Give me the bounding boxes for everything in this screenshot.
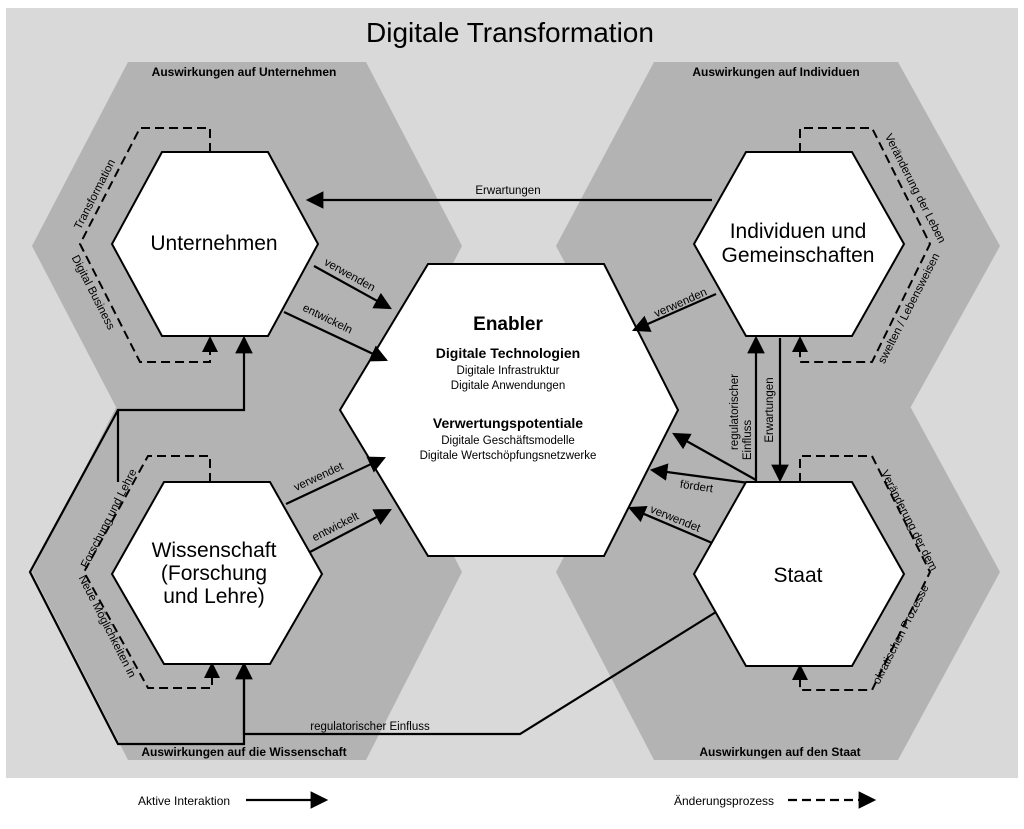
change-loops [78, 127, 932, 691]
arrow-w-entwickelt [309, 508, 392, 553]
quadrant-label-unternehmen: Auswirkungen auf Unternehmen [152, 65, 337, 79]
edge-label-regulatorischer: regulatorischer [729, 374, 741, 450]
legend-change-label: Änderungsprozess [674, 794, 774, 808]
change-loop-unternehmen [78, 127, 218, 363]
node-staat [692, 481, 906, 667]
enabler-group2-item: Digitale Wertschöpfungsnetzwerke [420, 450, 597, 462]
edge-label-foerdert: fördert [679, 479, 714, 496]
node-label-wissenschaft: (Forschung [161, 562, 267, 585]
edge-label-einfluss: Einfluss [742, 420, 754, 461]
change-loop-individuen [792, 127, 932, 363]
change-loop-staat [792, 455, 932, 691]
edge-label-erwartungen-vertical: Erwartungen [764, 377, 776, 442]
enabler-title: Enabler [473, 314, 543, 335]
quadrant-label-wissenschaft: Auswirkungen auf die Wissenschaft [141, 745, 346, 759]
enabler-hexagon [338, 263, 680, 557]
enabler-group1-item: Digitale Anwendungen [451, 380, 565, 392]
arrow-s-verwendet [627, 505, 725, 550]
edge-label-erwartungen: Erwartungen [475, 185, 540, 197]
arrow-i-verwenden [631, 292, 717, 332]
edge-label-reg-bottom: regulatorischer Einfluss [310, 721, 430, 733]
legend-active-label: Aktive Interaktion [138, 794, 230, 808]
node-label-individuen: Gemeinschaften [722, 244, 875, 267]
arrow-u-entwickeln [283, 311, 388, 362]
quadrant-label-staat: Auswirkungen auf den Staat [699, 745, 860, 759]
enabler-group1-item: Digitale Infrastruktur [457, 365, 560, 377]
arrow-reg-bottom [235, 611, 717, 736]
arrow-w-to-unternehmen [116, 335, 253, 482]
interaction-arrows [28, 191, 789, 746]
arrow-w-verwendet [285, 456, 386, 505]
node-individuen [692, 151, 906, 337]
page-title: Digitale Transformation [366, 17, 654, 48]
node-label-wissenschaft: und Lehre) [163, 585, 265, 608]
arrow-s-foerdert [649, 463, 757, 486]
node-wissenschaft [110, 481, 324, 665]
enabler-group1-title: Digitale Technologien [436, 345, 580, 361]
node-label-wissenschaft: Wissenschaft [152, 539, 277, 562]
enabler-group2-item: Digitale Geschäftsmodelle [441, 435, 575, 447]
node-label-individuen: Individuen und [730, 220, 867, 243]
arrow-s-enabler-top [672, 432, 757, 481]
node-unternehmen [110, 151, 320, 337]
quadrant-label-individuen: Auswirkungen auf Individuen [692, 65, 859, 79]
enabler-group2-title: Verwertungspotentiale [433, 415, 583, 431]
arrow-u-verwenden [313, 265, 392, 310]
node-label-staat: Staat [773, 564, 822, 587]
node-label-unternehmen: Unternehmen [150, 232, 277, 255]
